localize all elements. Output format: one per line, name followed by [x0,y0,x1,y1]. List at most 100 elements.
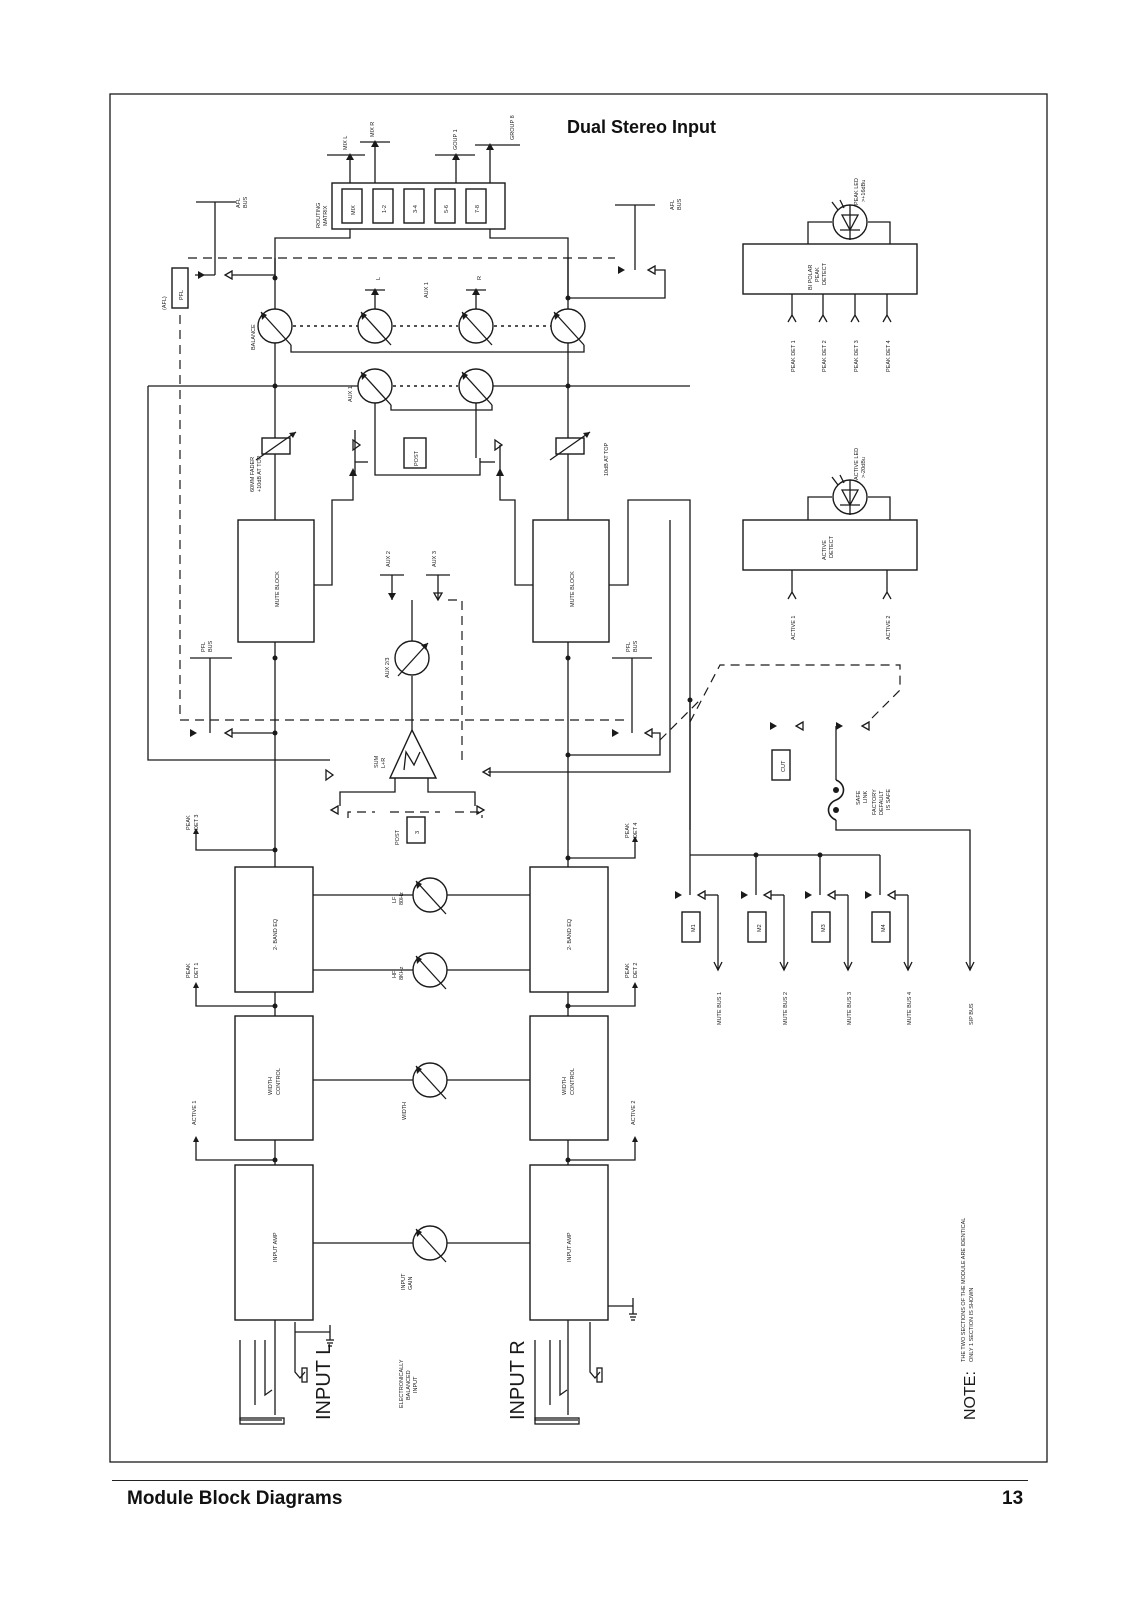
afl-bus-right-2: BUS [677,198,683,210]
afl-bus-left-1: AFL [236,198,242,208]
centre-controls: INPUT GAIN ELECTRONICALLY BALANCED INPUT… [251,276,586,1408]
aux1-l-output: L [376,277,382,280]
sum-label-1: SUM [374,755,380,768]
right-panel: BI POLAR PEAK DETECT PEAK LED >+16dBu PE… [659,178,975,1025]
active-led-label-2: >-20dBu [861,457,867,478]
sum-amplifier [388,728,438,779]
svg-text:1-2: 1-2 [382,205,388,213]
width-control-right-label-2: CONTROL [570,1068,576,1095]
pfl-bus-left-2: BUS [208,640,214,652]
mute-m3-button[interactable] [811,911,831,943]
routing-label-2: MATRIX [323,205,329,226]
right-channel: INPUT R INPUT AMP WIDTH CONTROL 2- BAND … [507,258,639,1425]
balanced-label-1: ELECTRONICALLY [399,1359,405,1408]
mute-m1-button[interactable] [681,911,701,943]
balanced-label-2: BALANCED [406,1370,412,1400]
mute-block-left-label: MUTE BLOCK [275,571,281,607]
routing-mix-button[interactable] [341,188,363,224]
pfl-switch-label: PFL [179,290,185,300]
afl-label: (AFL) [162,296,168,310]
pfl-bus-right-1: PFL [626,642,632,652]
active-input-1: ACTIVE 1 [791,616,797,640]
active-detect [742,519,918,571]
sum-label-2: L+R [381,758,387,768]
eq-right [529,866,609,993]
peak-det-1-b: DET 1 [194,963,200,979]
footer-section-title: Module Block Diagrams [127,1488,343,1509]
svg-text:DETECT: DETECT [829,535,835,558]
hf-label-1: HF [392,970,398,978]
peak-det-inputs: PEAK DET 1 PEAK DET 2 PEAK DET 3 PEAK DE… [787,294,892,372]
lf-label-2: 80Hz [399,892,405,905]
svg-text:3-4: 3-4 [413,205,419,213]
aux3-output: AUX 3 [432,551,438,567]
note-line-2: ONLY 1 SECTION IS SHOWN [969,1288,975,1362]
input-amp-left [234,1164,314,1321]
active1-output: ACTIVE 1 [192,1101,198,1125]
input-r-jack [534,1298,637,1425]
input-amp-right-label: INPUT AMP [567,1232,573,1262]
svg-text:M3: M3 [821,924,827,932]
svg-text:MUTE BUS 3: MUTE BUS 3 [847,992,853,1025]
post-3-label: POST [395,829,401,845]
hf-label-2: 8KHz [399,966,405,980]
aux2-output: AUX 2 [386,551,392,567]
width-control-left-label-1: WIDTH [268,1077,274,1095]
post-label: POST [414,450,420,466]
peak-det-4-b: DET 4 [633,823,639,839]
afl-bus-right-1: AFL [670,200,676,210]
svg-text:MUTE BUS 4: MUTE BUS 4 [907,992,913,1025]
active-input-2: ACTIVE 2 [886,616,892,640]
fader-left-label-1: 60MM FADER [250,457,256,492]
svg-text:FACTORY: FACTORY [872,789,878,815]
peak-det-4-a: PEAK [625,823,631,838]
group8-output: GROUP 8 [510,115,516,140]
afl-bus-left-2: BUS [243,196,249,208]
peak-det-2-a: PEAK [625,963,631,978]
routing-5-6-button[interactable] [434,188,456,224]
mute-m2-button[interactable] [747,911,767,943]
active-led-label-1: ACTIVE LED [854,448,860,480]
width-control-right [529,1015,609,1141]
aux1-r-output: R [477,276,483,280]
eq-left [234,866,314,993]
width-knob-label: WIDTH [402,1102,408,1120]
peak-det-3-a: PEAK [186,815,192,830]
svg-text:MUTE BUS 1: MUTE BUS 1 [717,992,723,1025]
mix-l-output: MIX L [343,136,349,150]
pfl-bus-left-1: PFL [201,642,207,652]
width-control-right-label-1: WIDTH [562,1077,568,1095]
eq-right-label: 2- BAND EQ [567,918,573,950]
mute-block-right-label: MUTE BLOCK [570,571,576,607]
svg-text:SAFE: SAFE [856,790,862,805]
peak-led-label-2: >+16dBu [861,180,867,202]
svg-text:IS SAFE: IS SAFE [886,789,892,810]
post-3-switch[interactable] [406,816,426,844]
balance-label: BALANCE [251,324,257,350]
routing-1-2-button[interactable] [372,188,394,224]
routing-7-8-button[interactable] [465,188,487,224]
input-gain-label-1: INPUT [401,1273,407,1290]
svg-text:M2: M2 [757,924,763,932]
mute-m4-button[interactable] [871,911,891,943]
aux1-top-label: AUX 1 [424,282,430,298]
routing-3-4-button[interactable] [403,188,425,224]
input-amp-right [529,1164,609,1321]
eq-left-label: 2- BAND EQ [273,918,279,950]
cut-button[interactable] [771,749,791,781]
active2-output: ACTIVE 2 [631,1101,637,1125]
left-channel: INPUT L INPUT AMP WIDTH CONTROL 2- BAND … [186,258,335,1425]
svg-text:PEAK DET 3: PEAK DET 3 [854,340,860,372]
mute-block-right [532,519,610,643]
input-r-label: INPUT R [507,1340,529,1420]
footer-rule [112,1480,1028,1481]
post-switch[interactable] [403,437,427,469]
bi-polar-peak-detect [742,243,918,295]
pfl-switch[interactable] [171,267,189,309]
mute-switches: M1 M2 M3 M4 MUTE BUS 1 MUTE BUS 2 MUTE B… [675,852,913,1025]
peak-det-2-b: DET 2 [633,963,639,979]
svg-text:LINK: LINK [863,790,869,803]
routing-matrix: MIX 1-2 3-4 5-6 7-8 ROUTING MATRIX MIX L… [274,115,569,298]
lf-label-1: LF [392,896,398,903]
